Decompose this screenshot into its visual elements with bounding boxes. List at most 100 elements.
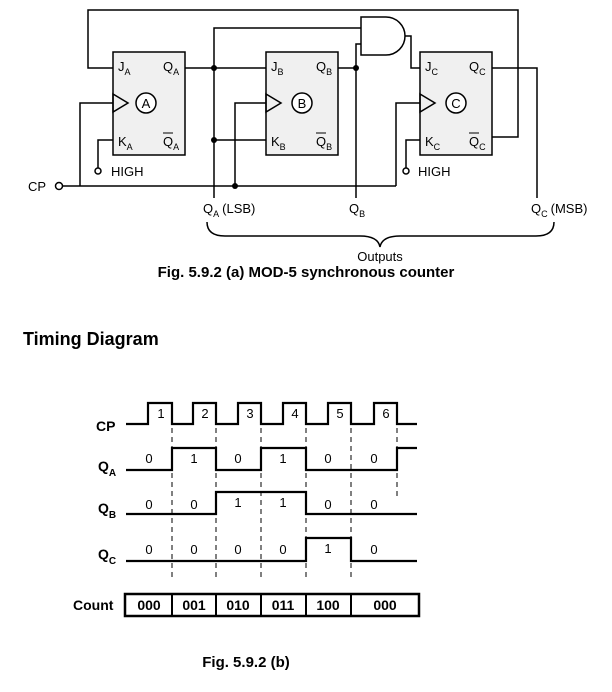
signal-label-qa: Q [98, 458, 109, 474]
out-qc-sub: C [541, 209, 548, 219]
qa-value-3: 0 [234, 451, 241, 466]
svg-text:QC(MSB): QC(MSB) [531, 201, 587, 219]
flipflop-b-id: B [298, 96, 307, 111]
svg-text:JB: JB [271, 59, 284, 77]
signal-label-qa-sub: A [109, 468, 116, 479]
count-cell-1: 000 [137, 597, 161, 613]
and-gate [360, 16, 406, 56]
wire-gate-to-jc [405, 35, 420, 69]
out-qa: Q [203, 201, 213, 216]
ff-c-qbar-sub: C [479, 142, 486, 152]
ff-b-k-sub: B [280, 142, 286, 152]
ff-a-q-sub: A [173, 67, 179, 77]
signal-label-qb-sub: B [109, 510, 116, 521]
ff-c-k: K [425, 134, 434, 149]
junction-qa-kb [211, 137, 217, 143]
qa-value-2: 1 [190, 451, 197, 466]
outputs-brace [206, 221, 555, 248]
high-pin-c [402, 167, 410, 175]
ff-c-q: Q [469, 59, 479, 74]
signal-label-qc-sub: C [109, 556, 116, 567]
cp-label: CP [28, 179, 46, 194]
qb-value-5: 0 [324, 497, 331, 512]
out-qb: Q [349, 201, 359, 216]
ff-b-j-sub: B [278, 67, 284, 77]
qc-value-3: 0 [234, 542, 241, 557]
wire-cp-to-a [79, 102, 113, 186]
qa-value-5: 0 [324, 451, 331, 466]
pulse-number-2: 2 [201, 406, 208, 421]
qb-value-3: 1 [234, 495, 241, 510]
qa-value-6: 0 [370, 451, 377, 466]
circuit-diagram: A JA KA QA QA B JB KB QB QB C JC KC [28, 9, 587, 264]
pulse-number-6: 6 [382, 406, 389, 421]
caption-a: Fig. 5.9.2 (a) MOD-5 synchronous counter [158, 264, 455, 281]
ff-a-qbar-sub: A [173, 142, 179, 152]
ff-b-q: Q [316, 59, 326, 74]
pulse-number-3: 3 [246, 406, 253, 421]
ff-b-k: K [271, 134, 280, 149]
ff-b-qbar-sub: B [326, 142, 332, 152]
flipflop-a: A JA KA QA QA [112, 51, 186, 156]
svg-text:KB: KB [271, 134, 286, 152]
ff-a-j: J [118, 59, 125, 74]
ff-c-j: J [425, 59, 432, 74]
wire-qb-to-gate [338, 43, 361, 69]
flipflop-b-circle [291, 92, 313, 114]
svg-text:KC: KC [425, 134, 441, 152]
high-pin-a [94, 167, 102, 175]
svg-text:QA: QA [163, 134, 179, 152]
svg-text:JA: JA [118, 59, 131, 77]
qa-value-1: 0 [145, 451, 152, 466]
ff-a-j-sub: A [125, 67, 131, 77]
count-cell-3: 010 [226, 597, 250, 613]
flipflop-c-id: C [451, 96, 460, 111]
qb-value-2: 0 [190, 497, 197, 512]
svg-text:QA(LSB): QA(LSB) [203, 201, 255, 219]
count-cell-2: 001 [182, 597, 206, 613]
cp-pin [54, 181, 64, 191]
junction-cp-b [232, 183, 238, 189]
caption-b: Fig. 5.9.2 (b) [202, 654, 290, 671]
ff-c-q-sub: C [479, 67, 486, 77]
svg-text:QC: QC [98, 546, 116, 567]
wire-ka-high [97, 139, 113, 168]
junction-qa [211, 65, 217, 71]
svg-text:QC: QC [469, 134, 486, 152]
waveform-qa [126, 446, 417, 472]
signal-label-qb: Q [98, 500, 109, 516]
count-cell-5: 100 [316, 597, 340, 613]
count-label: Count [73, 597, 114, 613]
ff-a-q: Q [163, 59, 173, 74]
ff-b-q-sub: B [326, 67, 332, 77]
high-label-c: HIGH [418, 164, 451, 179]
ff-c-k-sub: C [434, 142, 441, 152]
wire-qa-to-gate [213, 27, 361, 68]
signal-label-qc: Q [98, 546, 109, 562]
qc-value-6: 0 [370, 542, 377, 557]
svg-text:QB: QB [349, 201, 365, 219]
pulse-number-1: 1 [157, 406, 164, 421]
ff-c-qbar: Q [469, 134, 479, 149]
ff-a-k-sub: A [127, 142, 133, 152]
wire-qc-output [492, 67, 538, 198]
ff-c-j-sub: C [432, 67, 439, 77]
out-qa-suffix: (LSB) [222, 201, 255, 216]
svg-text:KA: KA [118, 134, 133, 152]
circuit-wires [54, 9, 538, 198]
signal-label-cp: CP [96, 418, 115, 434]
qc-value-5: 1 [324, 541, 331, 556]
waveform-cp [126, 401, 417, 426]
timing-diagram: CP QA QB QC 1 2 3 4 5 6 0 1 0 1 0 0 0 0 … [73, 401, 421, 618]
wire-cp-to-b [234, 102, 266, 186]
qc-value-1: 0 [145, 542, 152, 557]
pulse-number-5: 5 [336, 406, 343, 421]
out-qb-sub: B [359, 209, 365, 219]
flipflop-b: B JB KB QB QB [265, 51, 339, 156]
waveform-qb [126, 490, 417, 516]
flipflop-c: C JC KC QC QC [419, 51, 493, 156]
wire-kc-high [405, 139, 420, 168]
svg-text:QB: QB [98, 500, 116, 521]
ff-b-j: J [271, 59, 278, 74]
